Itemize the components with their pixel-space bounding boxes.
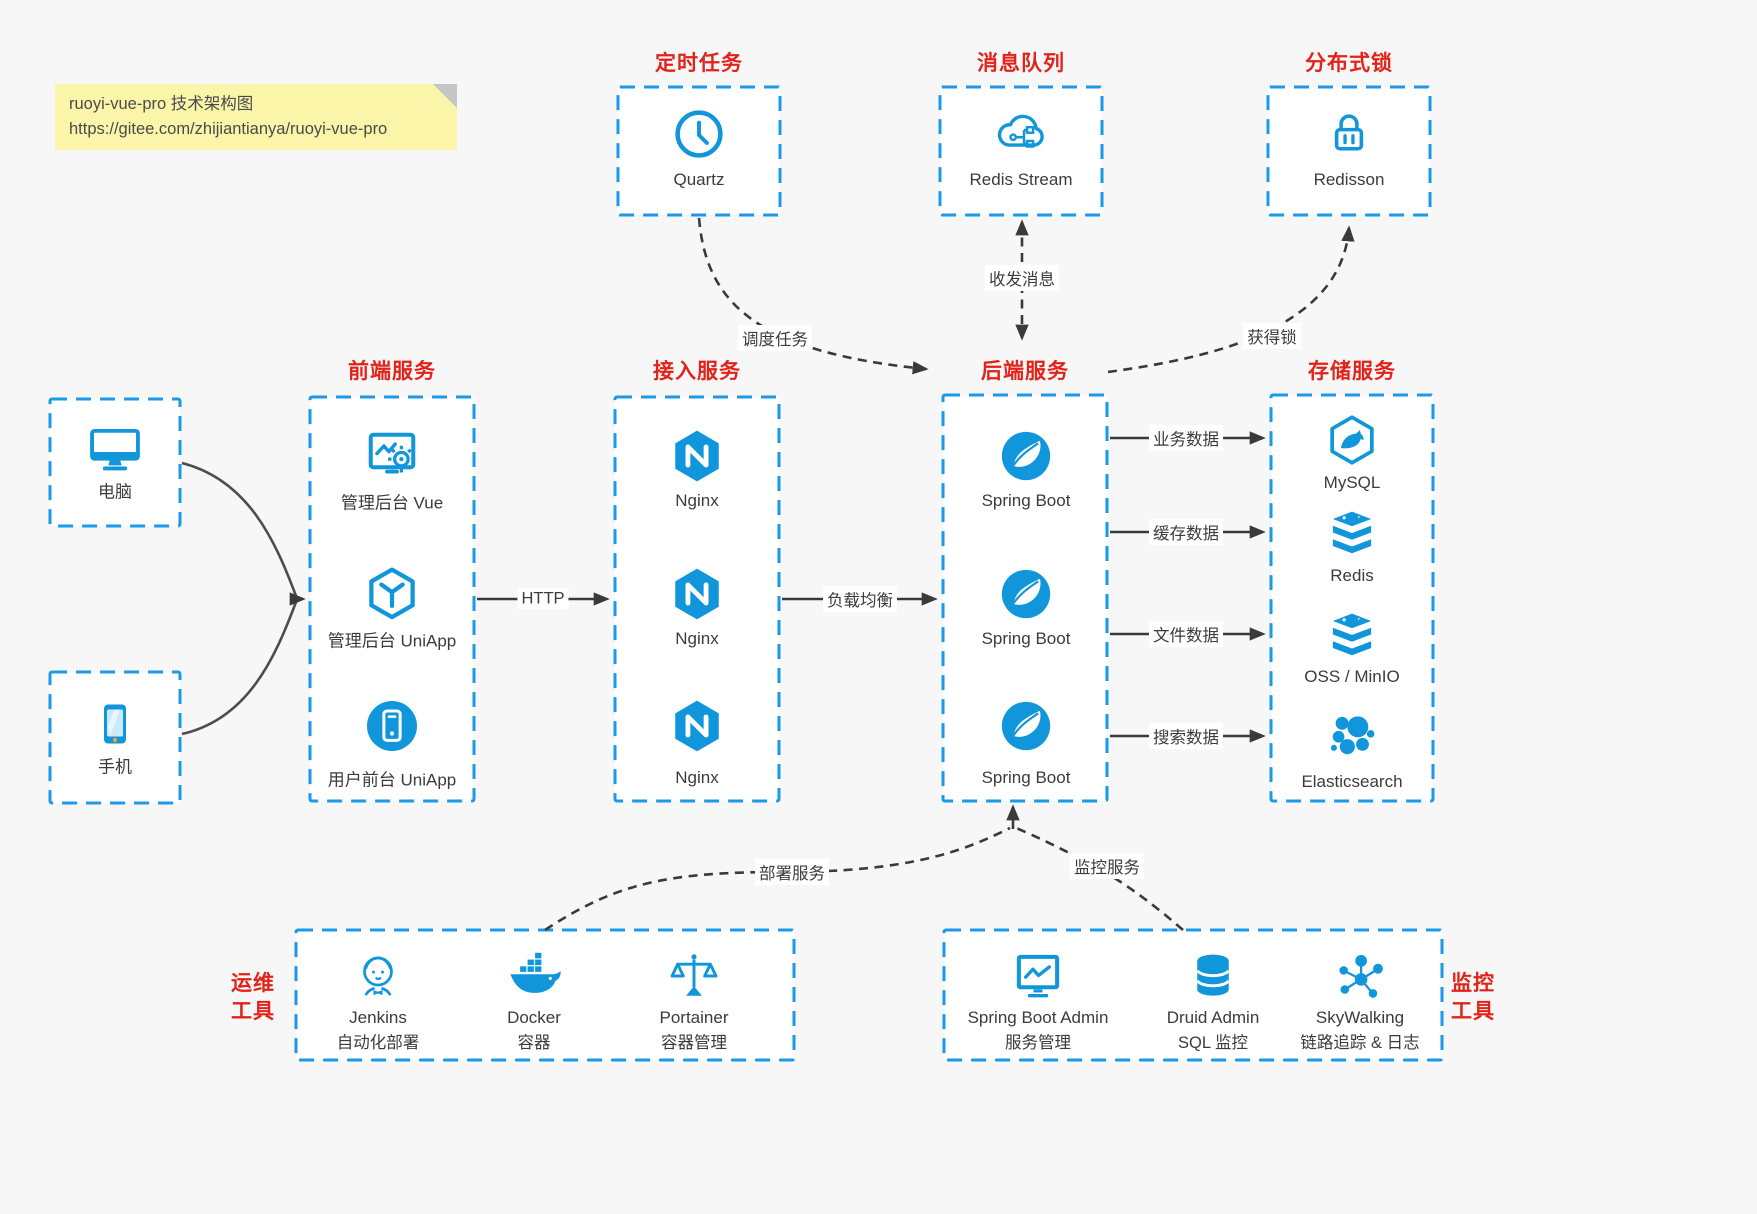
send-receive-message-edge-label: 收发消息 (985, 265, 1059, 291)
oss-minio-label: OSS / MinIO (1304, 667, 1400, 686)
monitor-service-edge-label: 监控服务 (1070, 853, 1144, 879)
admin-monitor-icon (1011, 949, 1065, 1003)
scheduled-task-title: 定时任务 (655, 52, 743, 75)
topology-icon (1333, 949, 1387, 1003)
desktop-to-frontend-curve (181, 461, 298, 597)
ops-tools-side-label-line2: 工具 (231, 1000, 275, 1023)
stack-icon (1325, 506, 1379, 560)
admin-uniapp-label: 管理后台 UniApp (327, 631, 457, 651)
phone-to-frontend-curve (181, 601, 298, 736)
message-queue-title: 消息队列 (977, 52, 1065, 75)
load-balance-edge-label: 负载均衡 (823, 586, 897, 612)
nginx-label-3: Nginx (675, 768, 719, 787)
spring-boot-admin-label: Spring Boot Admin (967, 1008, 1109, 1027)
distributed-lock-title: 分布式锁 (1305, 52, 1393, 75)
nginx-label-1: Nginx (675, 491, 719, 510)
monitor-tools-side-label-line2: 工具 (1451, 1000, 1495, 1023)
deploy-service-edge-label: 部署服务 (755, 859, 829, 885)
phone-label: 手机 (98, 757, 132, 777)
spring-boot-label-3: Spring Boot (981, 768, 1071, 787)
database-icon (1186, 949, 1240, 1003)
portainer-desc: 容器管理 (661, 1034, 727, 1052)
skywalking-label: SkyWalking (1315, 1008, 1405, 1027)
acquire-lock-arrow (1107, 225, 1355, 374)
spring-icon (997, 697, 1055, 755)
jenkins-desc: 自动化部署 (336, 1034, 420, 1052)
admin-vue-icon (362, 426, 422, 486)
portainer-icon (667, 949, 721, 1003)
search-data-edge-label: 搜索数据 (1149, 723, 1223, 749)
acquire-lock-edge-label: 获得锁 (1243, 323, 1301, 349)
monitor-tools-side-label-line1: 监控 (1451, 972, 1495, 995)
docker-icon (505, 947, 563, 1005)
stack-icon (1325, 608, 1379, 662)
user-app-icon (362, 696, 422, 756)
note-url: https://gitee.com/zhijiantianya/ruoyi-vu… (69, 120, 388, 138)
ops-tools-side-label-line1: 运维 (231, 972, 275, 995)
docker-desc: 容器 (517, 1034, 551, 1052)
monitor-service-curve (1015, 826, 1184, 931)
quartz-label: Quartz (673, 170, 725, 189)
cloud-network-icon (992, 104, 1050, 162)
docker-label: Docker (507, 1008, 561, 1027)
druid-admin-label: Druid Admin (1166, 1008, 1260, 1027)
gateway-title: 接入服务 (653, 360, 741, 383)
redis-stream-label: Redis Stream (969, 170, 1073, 189)
jenkins-icon (351, 949, 405, 1003)
schedule-task-arrow (697, 217, 929, 375)
spring-icon (997, 565, 1055, 623)
druid-admin-desc: SQL 监控 (1178, 1034, 1248, 1052)
lock-icon (1322, 106, 1376, 160)
schedule-task-edge-label: 调度任务 (738, 325, 812, 351)
admin-vue-label: 管理后台 Vue (340, 493, 444, 513)
spring-boot-admin-desc: 服务管理 (1005, 1034, 1071, 1052)
backend-title: 后端服务 (981, 360, 1069, 383)
elasticsearch-icon (1324, 707, 1380, 763)
mysql-label: MySQL (1323, 473, 1381, 492)
jenkins-label: Jenkins (349, 1008, 407, 1027)
spring-boot-label-2: Spring Boot (981, 629, 1071, 648)
nginx-label-2: Nginx (675, 629, 719, 648)
business-data-edge-label: 业务数据 (1149, 425, 1223, 451)
cache-data-edge-label: 缓存数据 (1149, 519, 1223, 545)
spring-boot-label-1: Spring Boot (981, 491, 1071, 510)
desktop-icon (86, 420, 144, 478)
storage-title: 存储服务 (1308, 360, 1396, 383)
user-uniapp-label: 用户前台 UniApp (327, 770, 457, 790)
portainer-label: Portainer (659, 1008, 729, 1027)
note-title: ruoyi-vue-pro 技术架构图 (69, 95, 254, 113)
spring-icon (997, 427, 1055, 485)
clock-icon (672, 107, 726, 161)
sticky-note: ruoyi-vue-pro 技术架构图 https://gitee.com/zh… (55, 84, 457, 150)
nginx-icon (668, 565, 726, 623)
nginx-icon (668, 427, 726, 485)
mysql-icon (1324, 412, 1380, 468)
uniapp-icon (362, 564, 422, 624)
redis-label: Redis (1330, 566, 1374, 585)
redisson-label: Redisson (1313, 170, 1385, 189)
file-data-edge-label: 文件数据 (1149, 621, 1223, 647)
skywalking-desc: 链路追踪 & 日志 (1300, 1034, 1420, 1052)
desktop-label: 电脑 (98, 482, 132, 502)
elasticsearch-label: Elasticsearch (1301, 772, 1403, 791)
frontend-title: 前端服务 (348, 360, 436, 383)
http-edge-label: HTTP (517, 588, 569, 610)
note-fold-corner (433, 84, 457, 108)
nginx-icon (668, 697, 726, 755)
phone-icon (91, 700, 139, 748)
